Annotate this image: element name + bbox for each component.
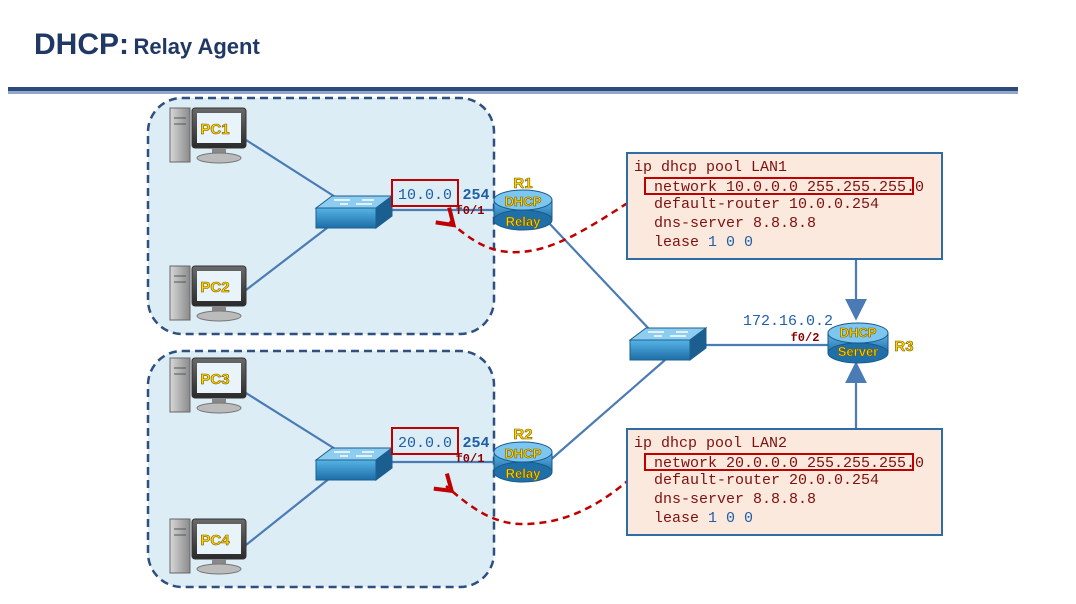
relay-arrow-lan1 xyxy=(435,188,649,254)
pool2-lease: lease 1 0 0 xyxy=(634,509,935,528)
dhcp-pool-lan1-config: ip dhcp pool LAN1 network 10.0.0.0 255.2… xyxy=(626,152,943,260)
title-rule-shadow xyxy=(8,91,1018,94)
pool1-lease: lease 1 0 0 xyxy=(634,233,935,252)
r2-host: 254 xyxy=(462,435,489,452)
switch-core xyxy=(628,327,708,361)
r1-interface: f0/1 xyxy=(456,204,485,218)
r3-interface: f0/2 xyxy=(791,331,820,345)
pool2-network: network 20.0.0.0 255.255.255.0 xyxy=(644,453,924,472)
slide-title: DHCP: Relay Agent xyxy=(34,28,260,62)
switch-lan2 xyxy=(314,447,394,481)
link-pc1-sw1 xyxy=(245,139,341,201)
title-rule xyxy=(8,87,1018,91)
r3-ip: 172.16.0.2 xyxy=(743,313,833,330)
link-pc3-sw2 xyxy=(245,392,341,453)
relay-arrow-lan2 xyxy=(433,461,649,526)
pool1-network: network 10.0.0.0 255.255.255.0 xyxy=(644,177,924,196)
pool1-dns-server: dns-server 8.8.8.8 xyxy=(654,215,817,232)
pc3 xyxy=(169,357,247,414)
title-main: DHCP: xyxy=(34,28,129,61)
r2-network: 20.0.0 xyxy=(398,435,452,452)
r2-interface: f0/1 xyxy=(456,452,485,466)
r2-network-highlight xyxy=(391,427,459,455)
pool2-header: ip dhcp pool LAN2 xyxy=(634,435,788,452)
pc1-label: PC1 xyxy=(200,121,229,138)
link-pc4-sw2 xyxy=(245,469,341,546)
r1-network-highlight xyxy=(391,179,459,207)
pool2-lease-value: 1 0 0 xyxy=(708,510,754,527)
router-r1 xyxy=(493,189,553,231)
r1-host: 254 xyxy=(462,187,489,204)
r3-role-line1: DHCP xyxy=(840,325,877,340)
switch-lan1 xyxy=(314,195,394,229)
link-r2-sw3 xyxy=(547,359,666,463)
r1-network: 10.0.0 xyxy=(398,187,452,204)
pool1-default-router: default-router 10.0.0.254 xyxy=(654,196,880,213)
pool1-lease-keyword: lease xyxy=(654,234,709,251)
pool2-dns-server: dns-server 8.8.8.8 xyxy=(654,491,817,508)
router-r2 xyxy=(493,441,553,483)
pc1 xyxy=(169,107,247,164)
r1-name: R1 xyxy=(513,175,532,192)
pc2-label: PC2 xyxy=(200,279,229,296)
r1-role-line2: Relay xyxy=(506,214,541,229)
dhcp-pool-lan2-config: ip dhcp pool LAN2 network 20.0.0.0 255.2… xyxy=(626,428,943,536)
r2-role-line1: DHCP xyxy=(505,446,542,461)
r2-role-line2: Relay xyxy=(506,466,541,481)
r2-name: R2 xyxy=(513,426,532,443)
link-pc2-sw1 xyxy=(245,217,341,291)
pc4-label: PC4 xyxy=(200,532,230,549)
pc3-label: PC3 xyxy=(200,371,229,388)
r1-role-line1: DHCP xyxy=(505,194,542,209)
pool1-lease-value: 1 0 0 xyxy=(708,234,754,251)
pool2-default-router: default-router 20.0.0.254 xyxy=(654,472,880,489)
r3-name: R3 xyxy=(894,338,913,355)
pc4 xyxy=(169,518,247,575)
title-sub: Relay Agent xyxy=(133,34,260,59)
pool1-header: ip dhcp pool LAN1 xyxy=(634,159,788,176)
router-r3 xyxy=(827,322,889,364)
r3-role-line2: Server xyxy=(838,344,878,359)
pc2 xyxy=(169,265,247,322)
pool2-lease-keyword: lease xyxy=(654,510,709,527)
